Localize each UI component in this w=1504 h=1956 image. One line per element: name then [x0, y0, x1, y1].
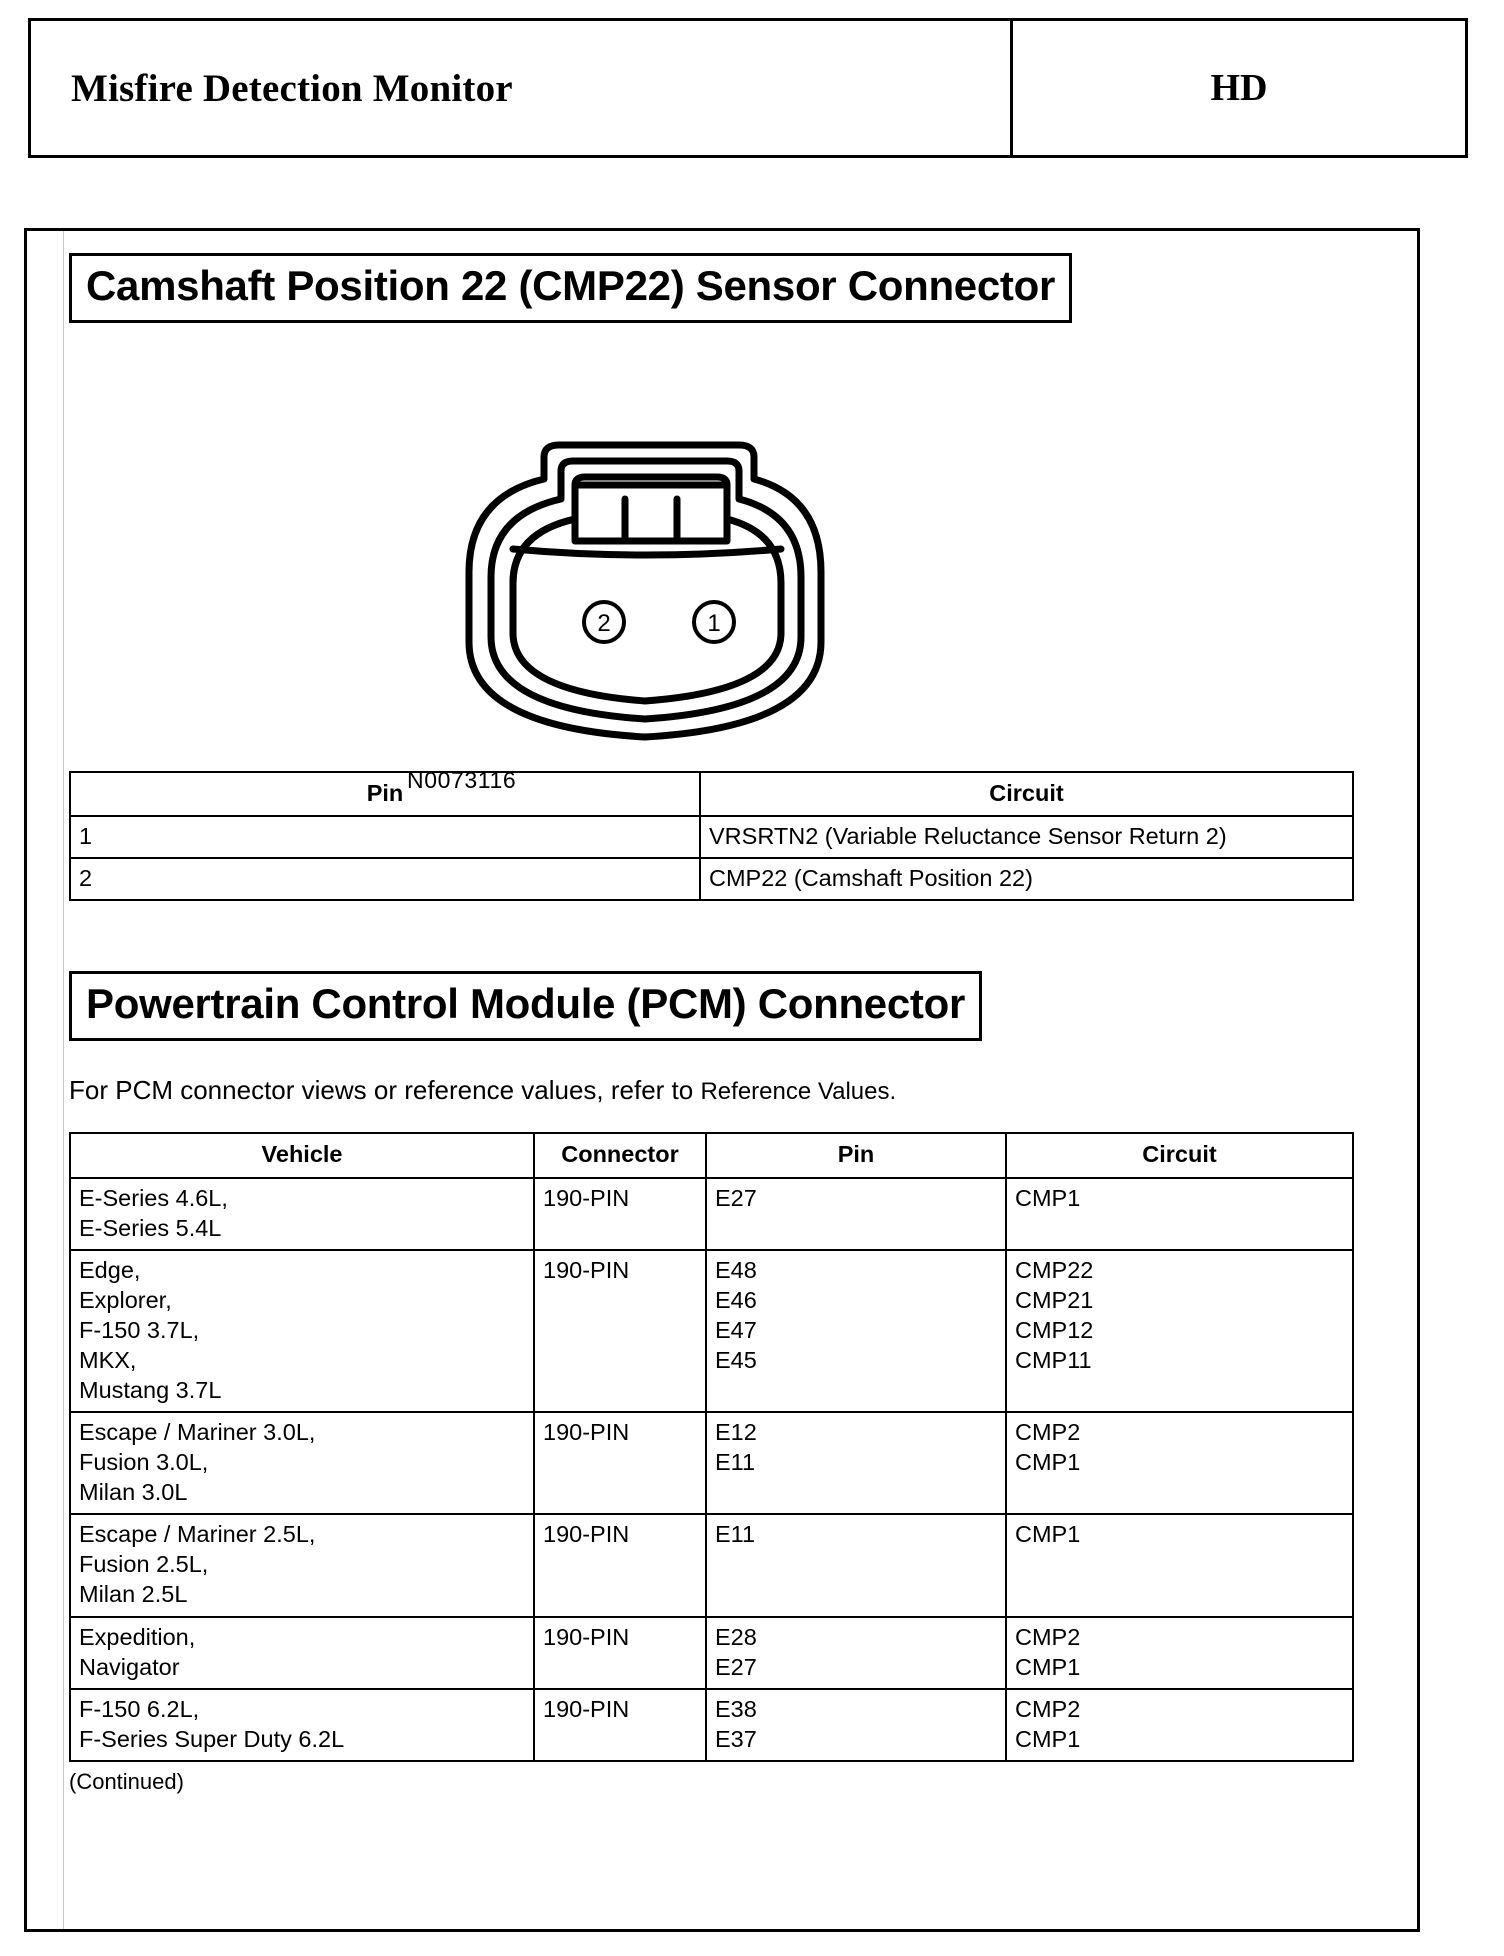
table-header-row: Pin Circuit — [69, 771, 1354, 818]
cell-circuit: CMP22 (Camshaft Position 22) — [699, 857, 1354, 902]
cell-connector: 190-PIN — [533, 1687, 707, 1762]
diagram-reference-number: N0073116 — [407, 767, 517, 794]
pin-number-1: 1 — [707, 610, 720, 637]
section-spacer — [69, 901, 1369, 971]
cell-connector: 190-PIN — [533, 1176, 707, 1251]
column-header-pin: Pin — [705, 1132, 1007, 1179]
pcm-table-body: E-Series 4.6L,E-Series 5.4L 190-PIN E27 … — [69, 1176, 1354, 1762]
column-header-vehicle: Vehicle — [69, 1132, 535, 1179]
page-header-title-cell: Misfire Detection Monitor — [28, 18, 1013, 158]
pin-number-2: 2 — [597, 610, 610, 637]
table-row: 2 CMP22 (Camshaft Position 22) — [69, 857, 1354, 902]
cell-vehicle: E-Series 4.6L,E-Series 5.4L — [69, 1176, 535, 1251]
cell-circuit: VRSRTN2 (Variable Reluctance Sensor Retu… — [699, 815, 1354, 860]
cell-connector: 190-PIN — [533, 1615, 707, 1690]
column-header-circuit: Circuit — [699, 771, 1354, 818]
table-row: Escape / Mariner 2.5L,Fusion 2.5L,Milan … — [69, 1513, 1354, 1618]
table-row: 1 VRSRTN2 (Variable Reluctance Sensor Re… — [69, 815, 1354, 860]
cell-pin: 2 — [69, 857, 701, 902]
table-row: E-Series 4.6L,E-Series 5.4L 190-PIN E27 … — [69, 1176, 1354, 1251]
section-heading-cmp22-connector: Camshaft Position 22 (CMP22) Sensor Conn… — [69, 253, 1073, 324]
column-header-circuit: Circuit — [1005, 1132, 1354, 1179]
pin-circle-2 — [582, 600, 626, 645]
table-row: F-150 6.2L,F-Series Super Duty 6.2L 190-… — [69, 1687, 1354, 1762]
cell-vehicle: Edge,Explorer,F-150 3.7L,MKX,Mustang 3.7… — [69, 1248, 535, 1414]
cell-circuit: CMP1 — [1005, 1513, 1354, 1618]
cell-vehicle: Escape / Mariner 3.0L,Fusion 3.0L,Milan … — [69, 1411, 535, 1516]
page-title: Misfire Detection Monitor — [71, 66, 513, 110]
cell-pin: 1 — [69, 815, 701, 860]
cell-vehicle: Expedition,Navigator — [69, 1615, 535, 1690]
cell-pin: E11 — [705, 1513, 1007, 1618]
document-content: Camshaft Position 22 (CMP22) Sensor Conn… — [69, 253, 1369, 1795]
pcm-vehicle-pin-table: Vehicle Connector Pin Circuit E-Series 4… — [69, 1132, 1354, 1762]
cell-vehicle: F-150 6.2L,F-Series Super Duty 6.2L — [69, 1687, 535, 1762]
column-header-pin: Pin — [69, 771, 701, 818]
document-body-frame: Camshaft Position 22 (CMP22) Sensor Conn… — [24, 228, 1420, 1932]
table-row: Edge,Explorer,F-150 3.7L,MKX,Mustang 3.7… — [69, 1248, 1354, 1414]
page-header: Misfire Detection Monitor HD — [28, 18, 1468, 158]
cell-connector: 190-PIN — [533, 1411, 707, 1516]
column-header-connector: Connector — [533, 1132, 707, 1179]
connector-diagram-svg: 2 1 — [465, 441, 825, 741]
cell-connector: 190-PIN — [533, 1513, 707, 1618]
table-row: Escape / Mariner 3.0L,Fusion 3.0L,Milan … — [69, 1411, 1354, 1516]
pcm-reference-note: For PCM connector views or reference val… — [69, 1075, 1369, 1106]
continued-note: (Continued) — [69, 1768, 184, 1794]
cell-vehicle: Escape / Mariner 2.5L,Fusion 2.5L,Milan … — [69, 1513, 535, 1618]
pcm-reference-note-text: For PCM connector views or reference val… — [69, 1075, 701, 1106]
cmp22-connector-illustration: 2 1 N0073116 — [69, 357, 1369, 793]
section-heading-pcm-connector: Powertrain Control Module (PCM) Connecto… — [69, 971, 983, 1042]
monitor-code-badge: HD — [1210, 67, 1268, 109]
cell-circuit: CMP1 — [1005, 1176, 1354, 1251]
table-header-row: Vehicle Connector Pin Circuit — [69, 1132, 1354, 1179]
reference-values-link[interactable]: Reference Values. — [700, 1078, 897, 1106]
margin-rule — [63, 231, 64, 1929]
page-header-code-cell: HD — [1013, 18, 1468, 158]
cell-pin: E27 — [705, 1176, 1007, 1251]
pin-circle-1 — [692, 600, 736, 645]
cmp22-pin-circuit-table: Pin Circuit 1 VRSRTN2 (Variable Reluctan… — [69, 771, 1354, 902]
cell-connector: 190-PIN — [533, 1248, 707, 1414]
